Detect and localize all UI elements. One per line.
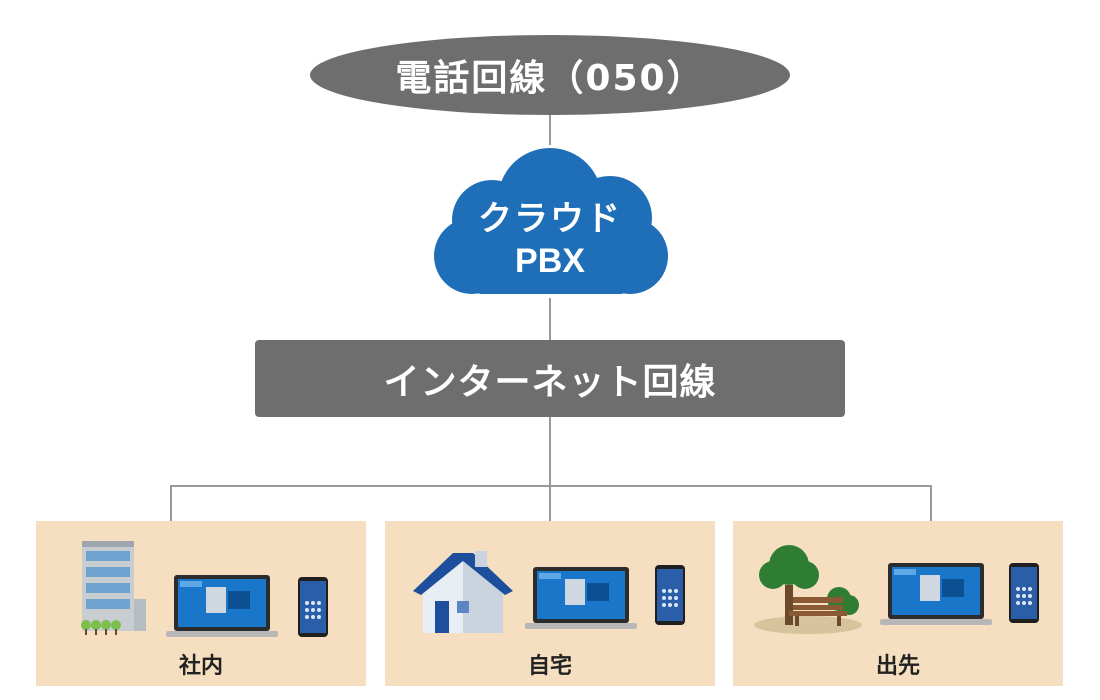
location-label-outside: 出先: [875, 654, 920, 679]
location-label-office: 社内: [178, 654, 223, 679]
internet-line-label: インターネット回線: [383, 361, 717, 403]
laptop-icon: [166, 575, 278, 637]
location-panel-office: 社内: [36, 521, 366, 686]
location-panel-home: 自宅: [385, 521, 715, 686]
laptop-icon: [525, 567, 637, 629]
laptop-icon: [880, 563, 992, 625]
cloud-pbx-line1: クラウド: [478, 199, 622, 239]
connector-horizontal: [170, 485, 932, 487]
phone-line-node: 電話回線（050）: [310, 35, 790, 115]
cloud-pbx-label: クラウド PBX: [432, 198, 668, 282]
phone-line-label: 電話回線（050）: [395, 58, 705, 99]
internet-line-node: インターネット回線: [255, 340, 845, 417]
park-bench-tree-icon: [754, 545, 862, 634]
cloud-pbx-icon: [434, 148, 668, 294]
connector-internet-branch: [549, 417, 551, 521]
smartphone-icon: [1009, 563, 1039, 623]
connector-phone-cloud: [549, 115, 551, 145]
cloud-pbx-line2: PBX: [515, 242, 585, 280]
office-building-icon: [81, 541, 146, 635]
smartphone-icon: [655, 565, 685, 625]
connector-right: [930, 485, 932, 521]
location-panel-outside: 出先: [733, 521, 1063, 686]
location-label-home: 自宅: [527, 654, 572, 679]
house-icon: [413, 551, 513, 633]
connector-cloud-internet: [549, 298, 551, 340]
smartphone-icon: [298, 577, 328, 637]
connector-left: [170, 485, 172, 521]
